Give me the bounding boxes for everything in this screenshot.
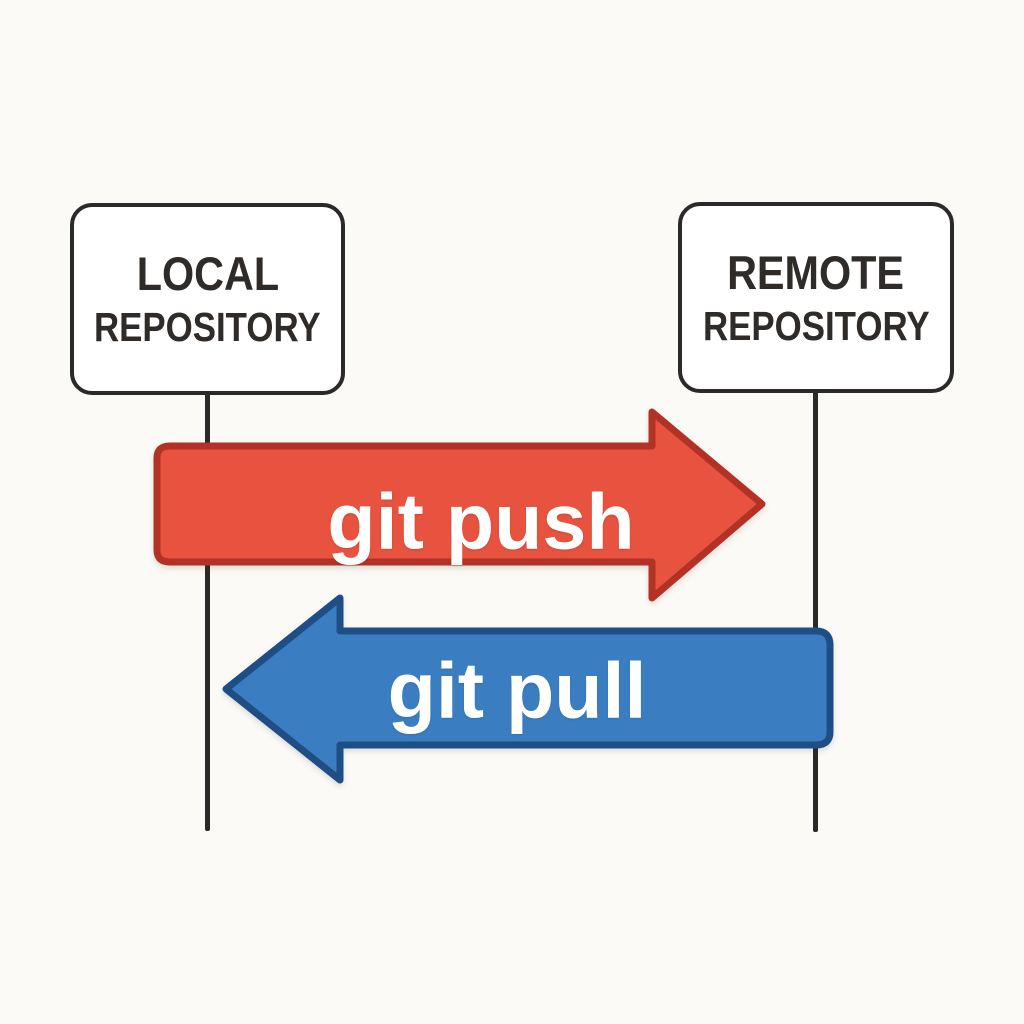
git-push-label: git push: [327, 476, 635, 566]
remote-repository-title-line1: REMOTE: [727, 245, 905, 299]
remote-repository-box: REMOTE REPOSITORY: [678, 202, 954, 393]
local-repository-title-line2: REPOSITORY: [94, 304, 321, 350]
remote-repository-title-line2: REPOSITORY: [702, 302, 930, 349]
git-pull-label: git pull: [387, 645, 647, 735]
local-repository-title-line1: LOCAL: [136, 247, 279, 300]
local-repository-lifeline: [205, 393, 210, 831]
remote-repository-lifeline: [813, 391, 818, 832]
git-pull-arrow-icon: [222, 594, 834, 784]
git-push-arrow-icon: [153, 408, 766, 602]
local-repository-box: LOCAL REPOSITORY: [70, 203, 345, 395]
